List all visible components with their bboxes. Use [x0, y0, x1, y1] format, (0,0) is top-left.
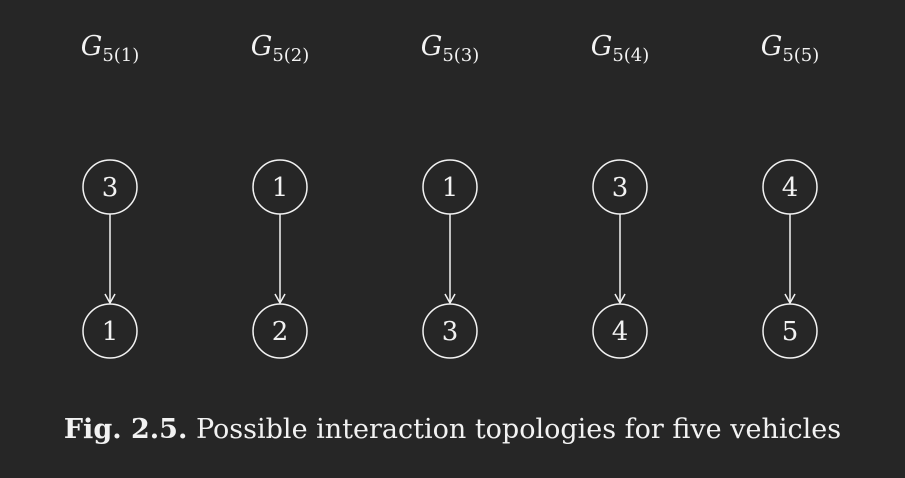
node-circle: [252, 159, 308, 215]
node-circle: [422, 159, 478, 215]
figure-caption: Fig. 2.5. Possible interaction topologie…: [0, 414, 905, 445]
target-node: 4: [592, 303, 648, 359]
node-circle: [422, 303, 478, 359]
graph-symbol: G: [251, 31, 273, 62]
node-label: 1: [102, 317, 119, 347]
node-label: 3: [612, 173, 629, 203]
topology-graph-5: G5(5) 4 5: [761, 31, 820, 359]
target-node: 2: [252, 303, 308, 359]
node-circle: [762, 159, 818, 215]
graph-title: G5(4): [591, 31, 650, 66]
graph-symbol: G: [421, 31, 443, 62]
node-label: 4: [612, 317, 629, 347]
graph-subscript: 5(3): [442, 45, 479, 66]
node-label: 5: [782, 317, 799, 347]
node-label: 1: [442, 173, 459, 203]
topology-graph-3: G5(3) 1 3: [421, 31, 480, 359]
graph-subscript: 5(2): [272, 45, 309, 66]
topology-graph-4: G5(4) 3 4: [591, 31, 650, 359]
graph-title: G5(2): [251, 31, 310, 66]
node-circle: [252, 303, 308, 359]
node-label: 1: [272, 173, 289, 203]
topology-graph-2: G5(2) 1 2: [251, 31, 310, 359]
node-circle: [82, 303, 138, 359]
topology-graph-1: G5(1) 3 1: [81, 31, 140, 359]
node-label: 3: [442, 317, 459, 347]
node-circle: [592, 159, 648, 215]
node-circle: [762, 303, 818, 359]
graph-subscript: 5(5): [782, 45, 819, 66]
target-node: 5: [762, 303, 818, 359]
source-node: 3: [592, 159, 648, 215]
node-circle: [592, 303, 648, 359]
graph-title: G5(3): [421, 31, 480, 66]
graph-symbol: G: [81, 31, 103, 62]
graph-symbol: G: [761, 31, 783, 62]
node-circle: [82, 159, 138, 215]
node-label: 2: [272, 317, 289, 347]
figure-label: Fig. 2.5.: [63, 414, 188, 445]
source-node: 1: [252, 159, 308, 215]
graph-title: G5(1): [81, 31, 140, 66]
target-node: 3: [422, 303, 478, 359]
target-node: 1: [82, 303, 138, 359]
graph-subscript: 5(1): [102, 45, 139, 66]
source-node: 1: [422, 159, 478, 215]
graph-symbol: G: [591, 31, 613, 62]
source-node: 4: [762, 159, 818, 215]
source-node: 3: [82, 159, 138, 215]
figure-caption-text: Possible interaction topologies for five…: [195, 414, 842, 445]
graph-title: G5(5): [761, 31, 820, 66]
node-label: 4: [782, 173, 799, 203]
node-label: 3: [102, 173, 119, 203]
graph-subscript: 5(4): [612, 45, 649, 66]
